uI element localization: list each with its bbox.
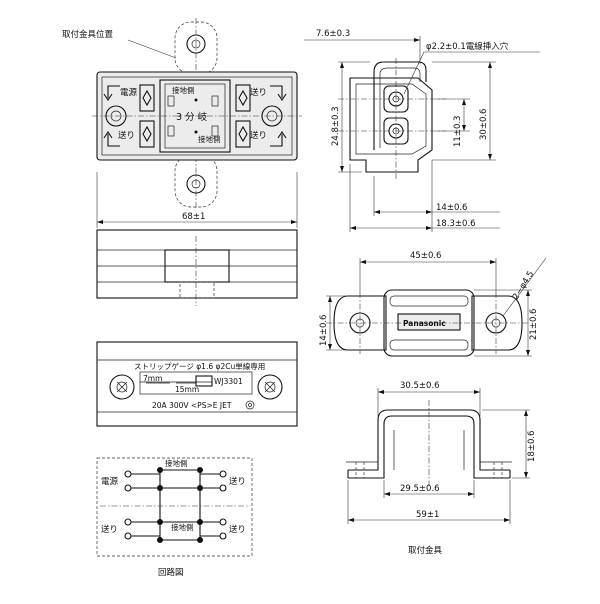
circuit-caption: 回路図 xyxy=(158,567,184,578)
bracket-elevation-view: 30.5±0.6 18±0.6 29.5±0.6 59±1 取付金具 xyxy=(346,381,537,556)
circuit-feed-br: 送り xyxy=(229,524,246,535)
front-view: ストリップゲージ φ1.6 φ2Cu単線専用 7mm 15mm WJ3301 2… xyxy=(96,341,298,427)
side-dim-18-3: 18.3±0.6 xyxy=(436,219,476,229)
rating-text: 20A 300V <PS>E JET xyxy=(152,401,232,410)
bracket-dim-14: 14±0.6 xyxy=(319,315,329,346)
bracket-dim-45: 45±0.6 xyxy=(410,251,441,261)
circuit-frame xyxy=(96,457,253,557)
bracket-caption: 取付金具 xyxy=(408,545,443,556)
bracket-dim-18: 18±0.6 xyxy=(527,431,537,462)
side-dim-11: 11±0.3 xyxy=(453,116,463,147)
side-dim-height-left: 24.8±0.3 xyxy=(331,106,341,146)
top-power-label: 電源 xyxy=(120,88,138,98)
circuit-feed-bl: 送り xyxy=(101,524,118,535)
side-elevation-body xyxy=(96,229,298,299)
bracket-dim-30-5: 30.5±0.6 xyxy=(400,381,440,391)
bracket-position-label: 取付金具位置 xyxy=(62,29,114,40)
bracket-dim-21: 21±0.6 xyxy=(529,309,539,340)
circuit-ground-bottom: 接地側 xyxy=(171,522,194,532)
front-body xyxy=(96,341,298,427)
side-body-profile xyxy=(349,77,433,173)
circuit-diagram: 電源 接地側 送り 送り 接地側 送り 回路図 xyxy=(96,457,253,578)
side-dim-top: 7.6±0.3 xyxy=(316,29,350,39)
top-view: 電源 送り 送り 送り 3 分 岐 接地側 接地側 取付金具位置 xyxy=(62,18,302,210)
top-ground-label-small-lower: 接地側 xyxy=(198,134,221,144)
bracket-logo: Panasonic xyxy=(403,319,446,328)
top-feed-label-right-upper: 送り xyxy=(250,87,267,98)
top-ground-label-small-upper: 接地側 xyxy=(172,85,195,95)
circuit-ground-top: 接地側 xyxy=(165,458,188,468)
circuit-power-label: 電源 xyxy=(101,477,119,487)
bracket-dim-59: 59±1 xyxy=(416,510,439,520)
top-center-label: 3 分 岐 xyxy=(176,111,208,123)
strip-7mm: 7mm xyxy=(143,374,162,383)
top-feed-label-right-lower: 送り xyxy=(250,130,267,141)
bracket-plan-view: Panasonic 45±0.6 2−φ4.5 14±0.6 21±0.6 xyxy=(319,251,547,357)
side-dim-30: 30±0.6 xyxy=(479,109,489,140)
side-dim-14: 14±0.6 xyxy=(436,203,467,213)
strip-15mm: 15mm xyxy=(175,385,199,394)
top-width-dimension: 68±1 xyxy=(96,172,298,228)
strip-gauge-label: ストリップゲージ φ1.6 φ2Cu単線専用 xyxy=(134,361,265,371)
side-section-view: 7.6±0.3 φ2.2±0.1電線挿入穴 24.8±0.3 11±0.3 30… xyxy=(304,29,540,232)
bracket-dim-holes: 2−φ4.5 xyxy=(511,269,536,301)
side-dim-hole: φ2.2±0.1電線挿入穴 xyxy=(426,41,509,52)
bracket-dim-29-5: 29.5±0.6 xyxy=(400,484,440,494)
model-number: WJ3301 xyxy=(214,377,243,386)
top-width-dim-text: 68±1 xyxy=(182,212,205,222)
circuit-feed-tr: 送り xyxy=(229,476,246,487)
side-elevation-view xyxy=(96,229,298,306)
top-feed-label-left-lower: 送り xyxy=(118,130,135,141)
